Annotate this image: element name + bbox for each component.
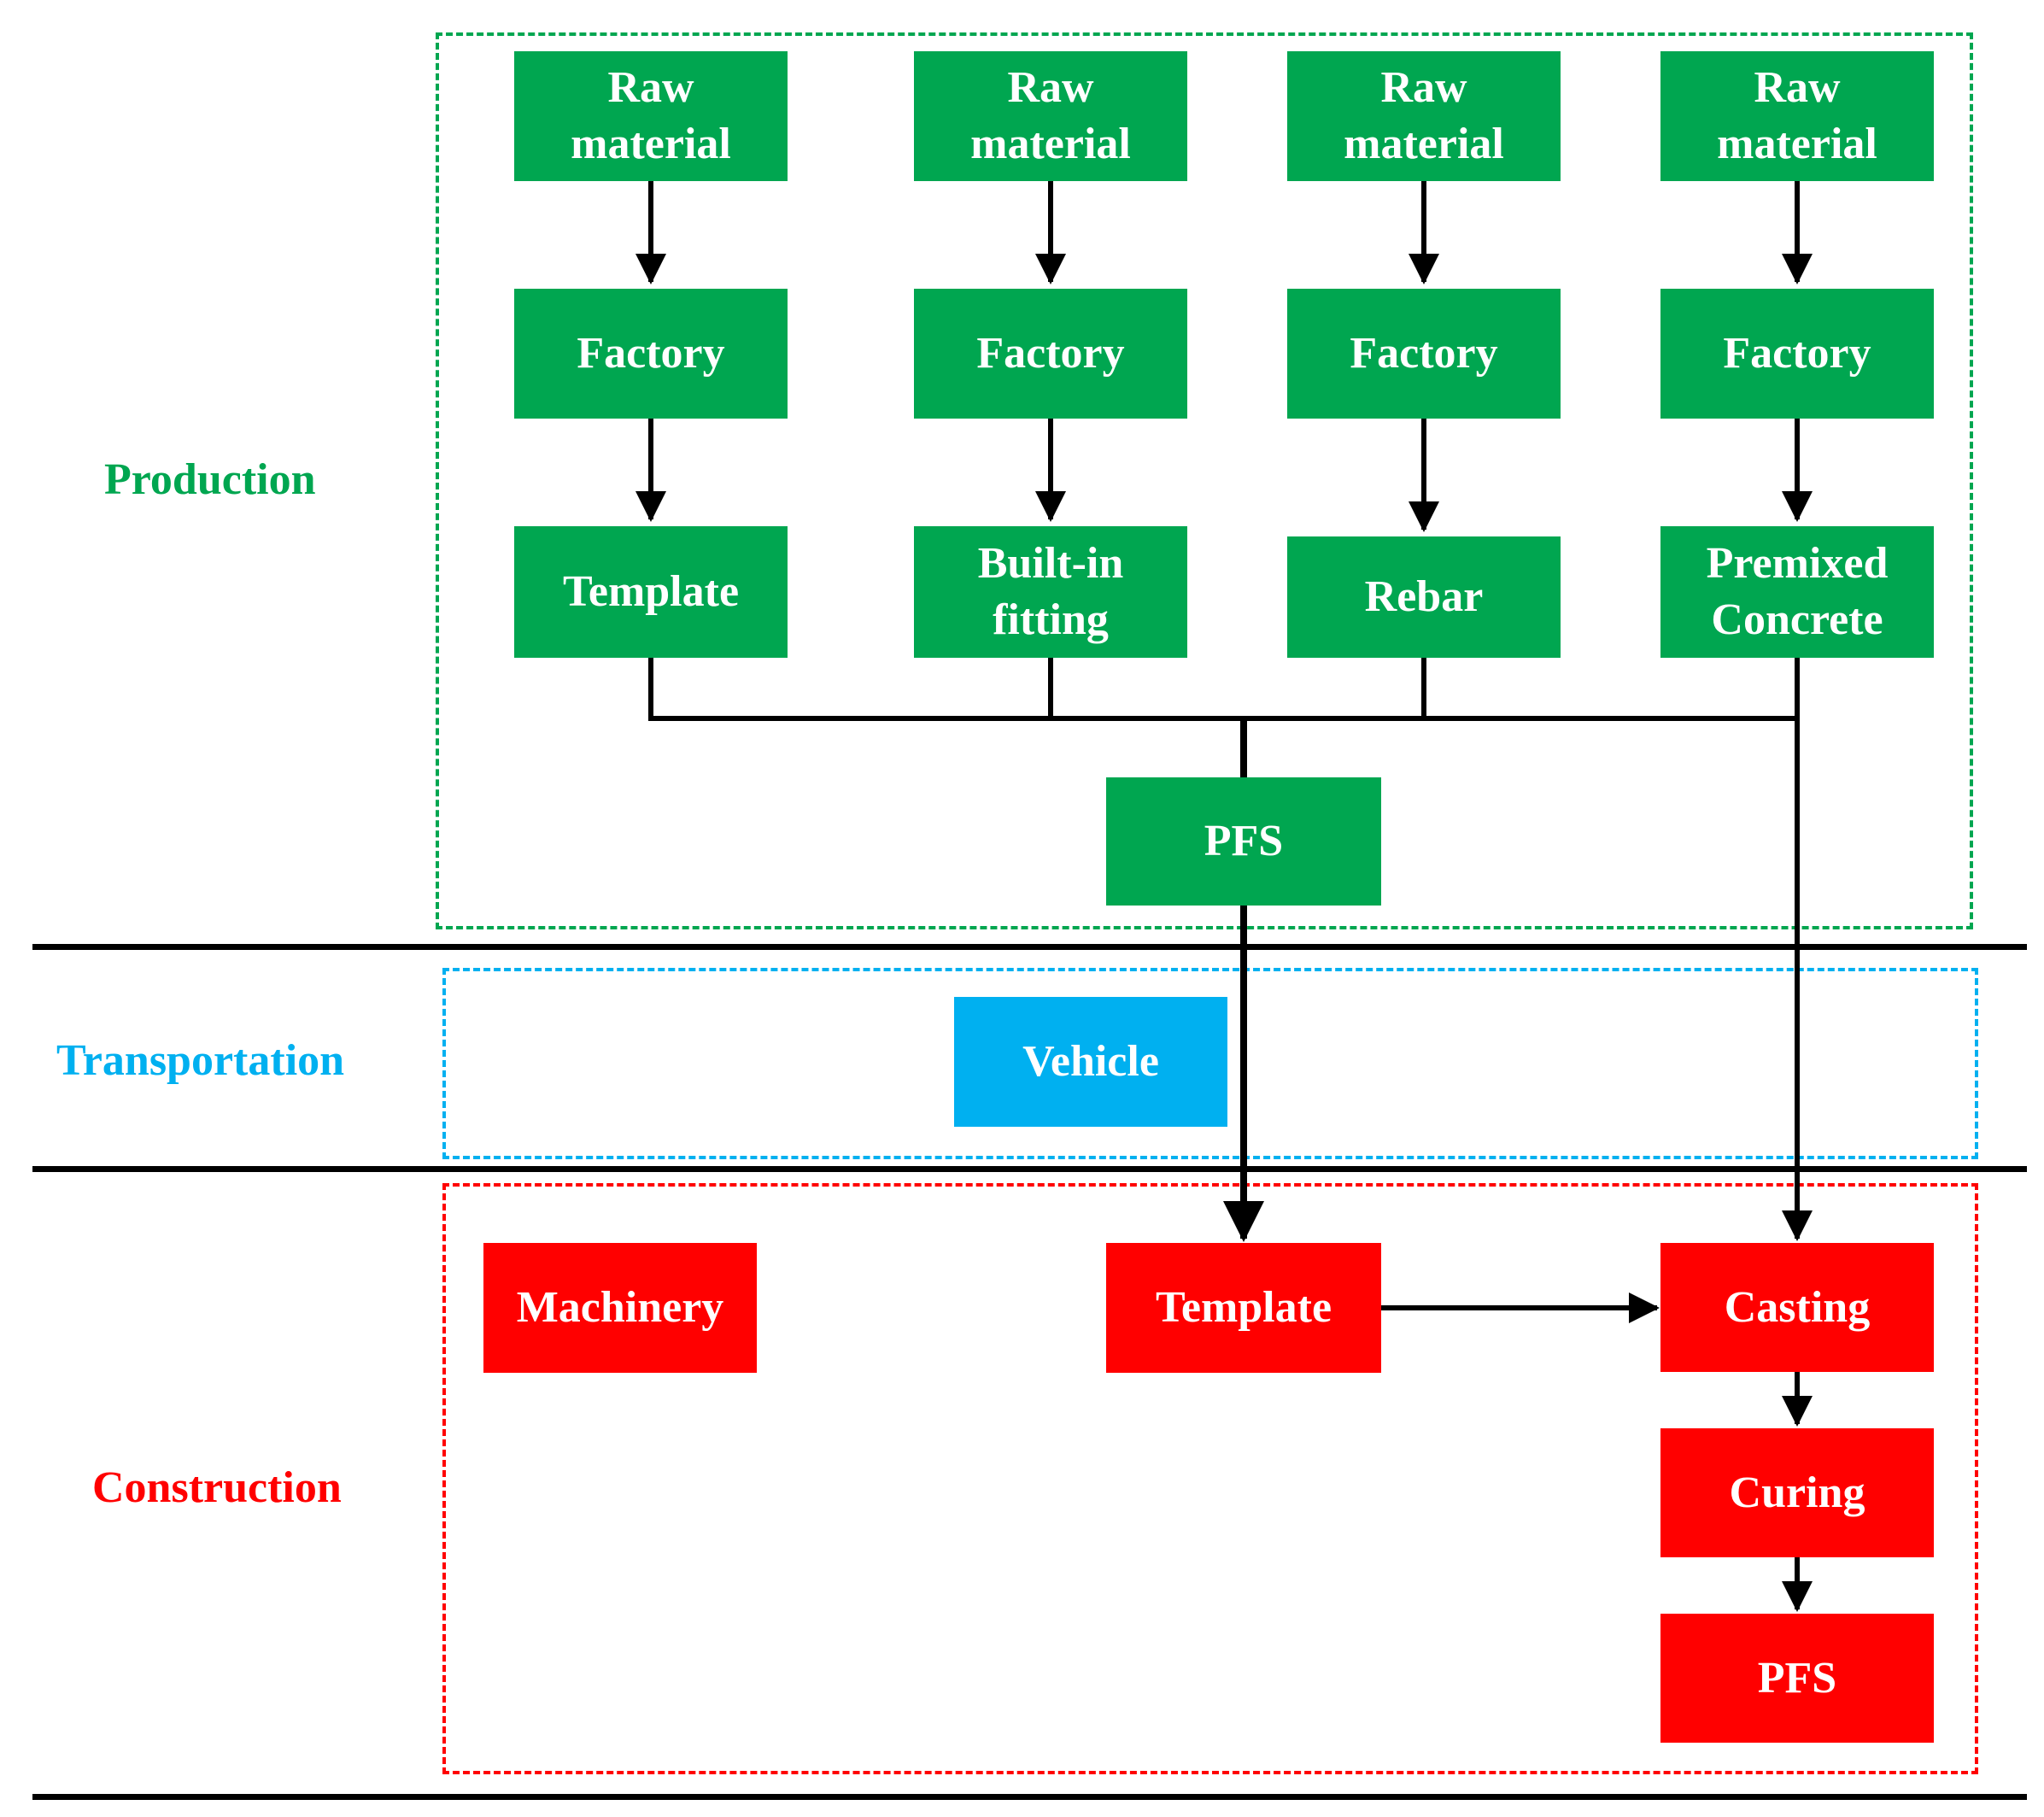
curing-box: Curing bbox=[1660, 1428, 1934, 1557]
stage-label-construction: Construction bbox=[92, 1463, 342, 1512]
stage-label-production: Production bbox=[104, 455, 316, 504]
raw-material-box: Raw material bbox=[514, 51, 788, 181]
stage-label-transportation: Transportation bbox=[56, 1036, 345, 1085]
factory-box: Factory bbox=[1287, 289, 1561, 419]
template-box: Template bbox=[1106, 1243, 1381, 1373]
pfs-final-box: PFS bbox=[1660, 1614, 1934, 1743]
separator-line bbox=[32, 1166, 2027, 1172]
factory-box: Factory bbox=[1660, 289, 1934, 419]
separator-line bbox=[32, 944, 2027, 950]
pfs-assembly-box: PFS bbox=[1106, 777, 1381, 906]
vehicle-box: Vehicle bbox=[954, 997, 1227, 1127]
factory-box: Factory bbox=[914, 289, 1187, 419]
product-rebar-box: Rebar bbox=[1287, 536, 1561, 658]
raw-material-box: Raw material bbox=[1287, 51, 1561, 181]
product-template-box: Template bbox=[514, 526, 788, 658]
machinery-box: Machinery bbox=[483, 1243, 757, 1373]
transportation-frame bbox=[442, 968, 1978, 1159]
raw-material-box: Raw material bbox=[914, 51, 1187, 181]
casting-box: Casting bbox=[1660, 1243, 1934, 1372]
raw-material-box: Raw material bbox=[1660, 51, 1934, 181]
production-frame bbox=[436, 32, 1973, 929]
construction-frame bbox=[442, 1183, 1978, 1774]
separator-line bbox=[32, 1794, 2027, 1800]
product-premixed-concrete-box: Premixed Concrete bbox=[1660, 526, 1934, 658]
product-built-in-fitting-box: Built-in fitting bbox=[914, 526, 1187, 658]
factory-box: Factory bbox=[514, 289, 788, 419]
